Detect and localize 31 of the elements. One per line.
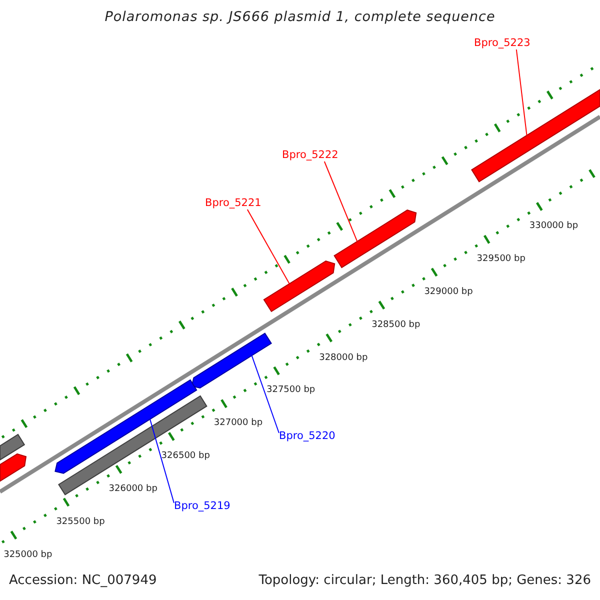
tick-label: 327000 bp — [214, 419, 263, 430]
tick-label: 328500 bp — [372, 320, 420, 331]
gene-label: Bpro_5219 — [174, 501, 230, 513]
tick-label: 325500 bp — [56, 518, 105, 528]
gene-bar — [263, 260, 336, 312]
leader-line — [251, 355, 280, 434]
gene-label: Bpro_5222 — [282, 150, 338, 162]
tick-label: 328000 bp — [319, 354, 368, 364]
tick-label: 326000 bp — [108, 485, 158, 495]
leader-line — [150, 418, 174, 504]
leader-line — [324, 161, 358, 242]
title: Polaromonas sp. JS666 plasmid 1, complete sequence — [104, 10, 496, 25]
gene-bar — [0, 453, 27, 482]
tick-label: 329000 bp — [424, 288, 473, 298]
gene-bar — [54, 379, 198, 474]
gene-bar — [58, 395, 208, 496]
tick-label: 327500 bp — [266, 386, 316, 396]
tick-label: 330000 bp — [529, 222, 578, 232]
tick-label: 326500 bp — [161, 452, 210, 462]
tick-label: 325000 bp — [4, 550, 52, 561]
gene-label: Bpro_5220 — [279, 431, 336, 443]
gene-bar — [334, 210, 417, 268]
tick-label: 329500 bp — [476, 255, 526, 265]
gene-label: Bpro_5221 — [205, 198, 262, 210]
gene-label: Bpro_5223 — [474, 38, 530, 50]
leader-line — [516, 49, 528, 136]
topology-text: Topology: circular; Length: 360,405 bp; Genes: 326 — [258, 574, 591, 588]
leader-line — [246, 209, 290, 284]
gene-bar — [0, 434, 26, 461]
accession-text: Accession: NC_007949 — [9, 574, 157, 588]
gene-bar — [471, 88, 600, 182]
